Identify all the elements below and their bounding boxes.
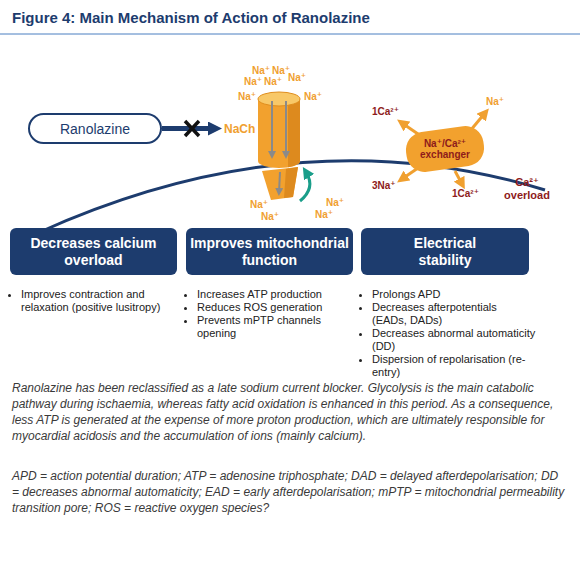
- ion-label: 1Ca²⁺: [372, 106, 399, 117]
- ion-label: Na⁺: [261, 211, 279, 222]
- bullet-list: Improves contraction and relaxation (pos…: [10, 288, 178, 314]
- bullet-item: Prolongs APD: [372, 288, 542, 301]
- bullet-list: Prolongs APDDecreases afterpotentials (E…: [361, 288, 542, 379]
- exchange-arrow: [402, 123, 418, 134]
- bullet-item: Decreases abnormal automaticity (DD): [372, 327, 542, 353]
- bullet-item: Increases ATP production: [197, 288, 346, 301]
- node-label: Electrical stability: [391, 235, 499, 269]
- ion-label: Na⁺: [272, 65, 290, 76]
- ion-label: 1Ca²⁺: [452, 188, 479, 199]
- sodium-channel: NaCh: [222, 89, 312, 168]
- channel-body: [258, 99, 300, 168]
- ion-label: Na⁺: [244, 76, 262, 87]
- channel-lower-part: [262, 167, 298, 200]
- cell-membrane: [40, 161, 545, 232]
- bullet-item: Decreases afterpotentials (EADs, DADs): [372, 301, 512, 327]
- figure-title: Figure 4: Main Mechanism of Action of Ra…: [12, 9, 370, 26]
- node-label: NaCh: [224, 122, 255, 136]
- connector-arrow: [162, 126, 214, 131]
- node-label: Improves mitochondrial function: [186, 235, 353, 269]
- abbreviation-note: APD = action potential duration; ATP = a…: [12, 468, 568, 516]
- exchange-arrow: [455, 171, 462, 184]
- effect-box: Improves mitochondrial function: [186, 228, 353, 275]
- exchange-arrow: [402, 168, 418, 179]
- ion-label: Na⁺: [264, 76, 282, 87]
- block-cross: [185, 121, 199, 136]
- bullet-item: Prevents mPTP channels opening: [197, 314, 346, 340]
- ion-label: Na⁺: [304, 91, 322, 102]
- channel-top: [258, 92, 300, 106]
- ion-label: Na⁺: [238, 91, 256, 102]
- bullet-item: Improves contraction and relaxation (pos…: [21, 288, 178, 314]
- node-label: Decreases calcium overload: [10, 235, 177, 269]
- exchanger-body: [404, 124, 487, 174]
- ion-label: 3Na⁺: [372, 180, 396, 191]
- channel-shade: [288, 99, 300, 167]
- node-label: Na⁺/Ca²⁺ exchanger: [415, 138, 475, 160]
- bullet-item: Dispersion of repolarisation (re-entry): [372, 353, 542, 379]
- ion-label: Na⁺: [288, 72, 306, 83]
- effect-box: Decreases calcium overload: [10, 228, 177, 275]
- bullet-item: Reduces ROS generation: [197, 301, 346, 314]
- drug-box: Ranolazine: [28, 113, 162, 144]
- block-cross: [185, 121, 199, 136]
- exchanger-shape: Na⁺/Ca²⁺ exchanger: [405, 128, 485, 170]
- effect-box: Electrical stability: [361, 228, 529, 275]
- gate-arrow: [300, 172, 310, 201]
- figure-caption: Ranolazine has been reclassified as a la…: [12, 380, 568, 444]
- ion-label: Ca²⁺ overload: [497, 176, 557, 202]
- node-label: Ranolazine: [60, 121, 130, 137]
- ion-label: Na⁺: [326, 197, 344, 208]
- bullet-list: Increases ATP productionReduces ROS gene…: [186, 288, 346, 340]
- ion-label: Na⁺: [250, 199, 268, 210]
- ion-flow-arrow: [271, 101, 273, 155]
- ion-label: Na⁺: [252, 65, 270, 76]
- channel-shade: [284, 167, 298, 198]
- ion-flow-arrow: [279, 172, 280, 192]
- ion-label: Na⁺: [315, 209, 333, 220]
- ion-label: Na⁺: [486, 96, 504, 107]
- title-rule: [0, 34, 580, 35]
- ion-flow-arrow: [285, 101, 287, 155]
